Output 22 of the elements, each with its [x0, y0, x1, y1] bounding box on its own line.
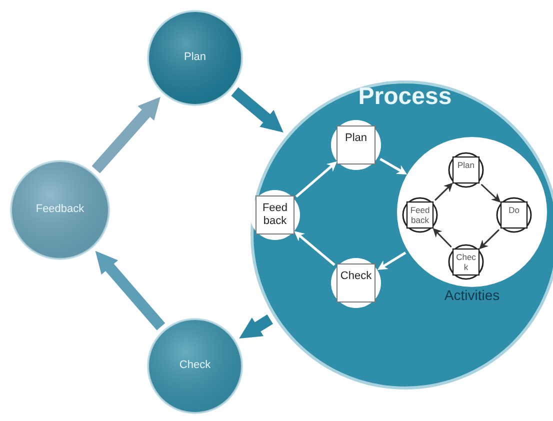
- step-circle: [331, 258, 381, 308]
- activity-circle: [448, 244, 484, 280]
- node-label: Feedback: [34, 203, 86, 216]
- node-label: Check: [339, 270, 373, 283]
- activity-circle: [402, 197, 438, 233]
- node-label: Plan: [344, 132, 368, 145]
- node-label: Do: [508, 205, 520, 215]
- step-circle: [331, 120, 381, 170]
- node-label: Feed back: [409, 205, 431, 225]
- node-label: Plan: [182, 51, 208, 64]
- node-label: Check: [178, 359, 212, 372]
- stage-circle: [147, 10, 243, 106]
- step-circle: [250, 190, 300, 240]
- node-label: Chec k: [455, 252, 477, 272]
- stage-circle: [10, 160, 110, 260]
- node-label: Plan: [456, 160, 476, 170]
- activity-circle: [496, 197, 532, 233]
- node-label: Process: [357, 84, 453, 110]
- stage-circle: [147, 318, 243, 414]
- activity-circle: [448, 152, 484, 188]
- node-label: Feed back: [261, 202, 289, 228]
- node-label: Activities: [443, 288, 501, 304]
